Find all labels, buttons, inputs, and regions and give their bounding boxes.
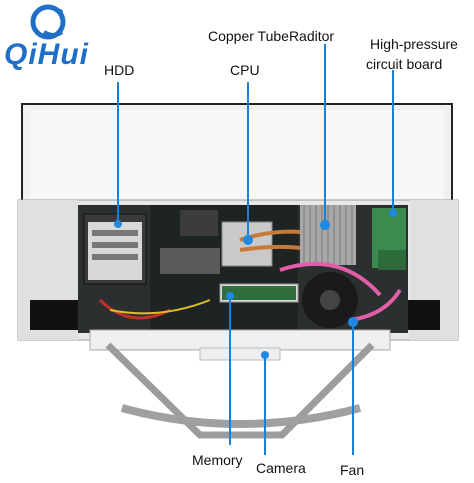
logo-swirl-icon xyxy=(30,4,66,40)
logo-text: QiHui xyxy=(4,38,89,71)
pointer-lines xyxy=(117,44,394,455)
cpu-dot xyxy=(243,235,253,245)
brand-logo: QiHui xyxy=(4,2,104,72)
hdd-dot xyxy=(114,220,122,228)
camera-housing xyxy=(199,347,281,361)
callout-fan: Fan xyxy=(340,462,365,478)
callout-hdd: HDD xyxy=(104,62,135,78)
left-foot-pad xyxy=(30,300,78,330)
memory-dot xyxy=(226,292,234,300)
callout-copper-radiator: Copper TubeRaditor xyxy=(208,28,335,44)
stand-base xyxy=(120,404,362,428)
camera-dot xyxy=(261,351,269,359)
board-dot xyxy=(389,209,397,217)
callout-high-pressure-line1: High-pressure xyxy=(370,36,458,52)
callout-camera: Camera xyxy=(256,460,306,476)
fan-dot xyxy=(348,317,358,327)
callout-cpu: CPU xyxy=(230,62,260,78)
radiator-dot xyxy=(320,220,330,230)
screen-inner xyxy=(30,110,444,200)
callout-high-pressure-line2: circuit board xyxy=(366,56,443,72)
callout-memory: Memory xyxy=(192,452,243,468)
stand-frame xyxy=(105,342,375,439)
bottom-bar xyxy=(89,329,391,351)
pointer-dots xyxy=(114,209,397,359)
